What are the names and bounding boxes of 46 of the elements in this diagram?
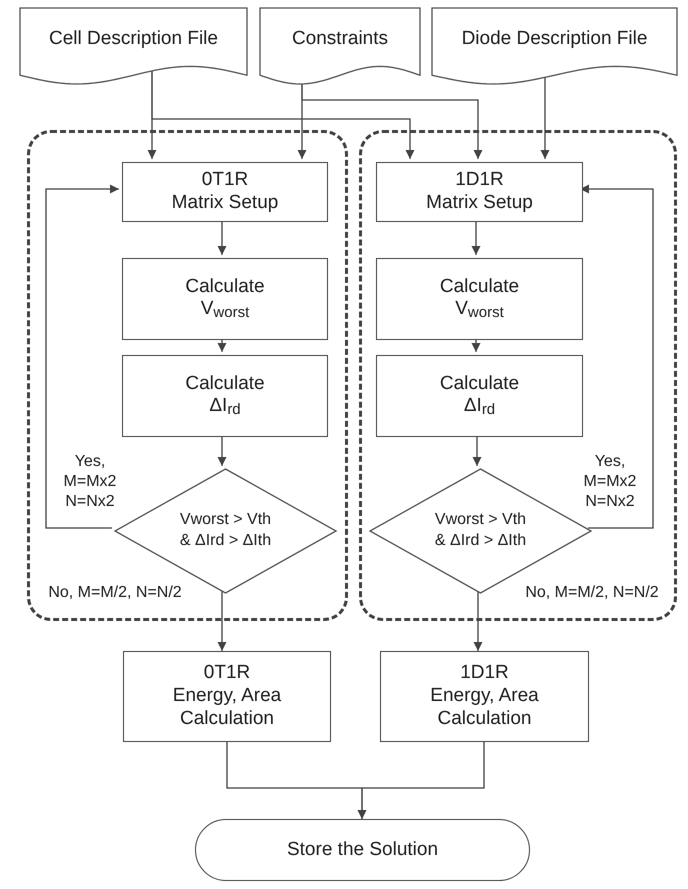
node-text: Matrix Setup — [426, 192, 533, 215]
process-box — [376, 355, 583, 437]
process-box — [376, 162, 583, 222]
dashed-group-box — [359, 130, 677, 621]
node-text: 1D1R — [455, 169, 504, 192]
node-text: Vworst > Vth & ΔIrd > ΔIth — [434, 510, 526, 551]
arrow — [218, 219, 226, 255]
arrow — [472, 219, 480, 255]
arrow — [540, 77, 550, 159]
arrow — [301, 84, 482, 159]
node-text: 0T1R — [202, 169, 248, 192]
node-text: Calculate — [440, 372, 520, 396]
node-text: Cell Description File — [49, 28, 218, 51]
arrow — [472, 434, 482, 466]
node-text: Calculate — [185, 372, 265, 396]
node-text: V$_{worst}$ — [200, 298, 250, 322]
node-text: ΔI$_{rd}$ — [464, 395, 496, 420]
arrow — [218, 434, 226, 466]
node-text: Calculate — [440, 276, 520, 298]
node-text: Diode Description File — [462, 28, 648, 51]
node-text: 1D1R — [460, 662, 509, 686]
node-text: Energy, Area Calculation — [172, 685, 282, 731]
node-text: Calculate — [185, 276, 265, 298]
arrow — [474, 590, 482, 651]
node-text: Energy, Area Calculation — [429, 685, 540, 731]
node-text: Store the Solution — [286, 838, 438, 862]
node-text: 0T1R — [204, 662, 250, 686]
arrow — [151, 70, 414, 159]
node-text: Constraints — [292, 28, 388, 51]
process-box — [122, 258, 328, 340]
dashed-group-box — [27, 130, 348, 621]
arrow — [580, 184, 654, 529]
node-text: Vworst > Vth & ΔIrd > ΔIth — [180, 510, 272, 551]
node-text: V$_{worst}$ — [455, 298, 504, 322]
process-box — [380, 651, 589, 742]
process-box — [123, 651, 331, 742]
arrow — [358, 742, 485, 819]
process-box — [122, 355, 328, 437]
arrow — [218, 590, 226, 651]
node-text: Matrix Setup — [172, 192, 278, 215]
process-box — [376, 258, 583, 340]
arrow — [45, 184, 119, 529]
process-box — [122, 162, 328, 222]
arrow — [218, 337, 226, 352]
arrow — [472, 337, 480, 352]
node-text: ΔI$_{rd}$ — [209, 395, 241, 420]
